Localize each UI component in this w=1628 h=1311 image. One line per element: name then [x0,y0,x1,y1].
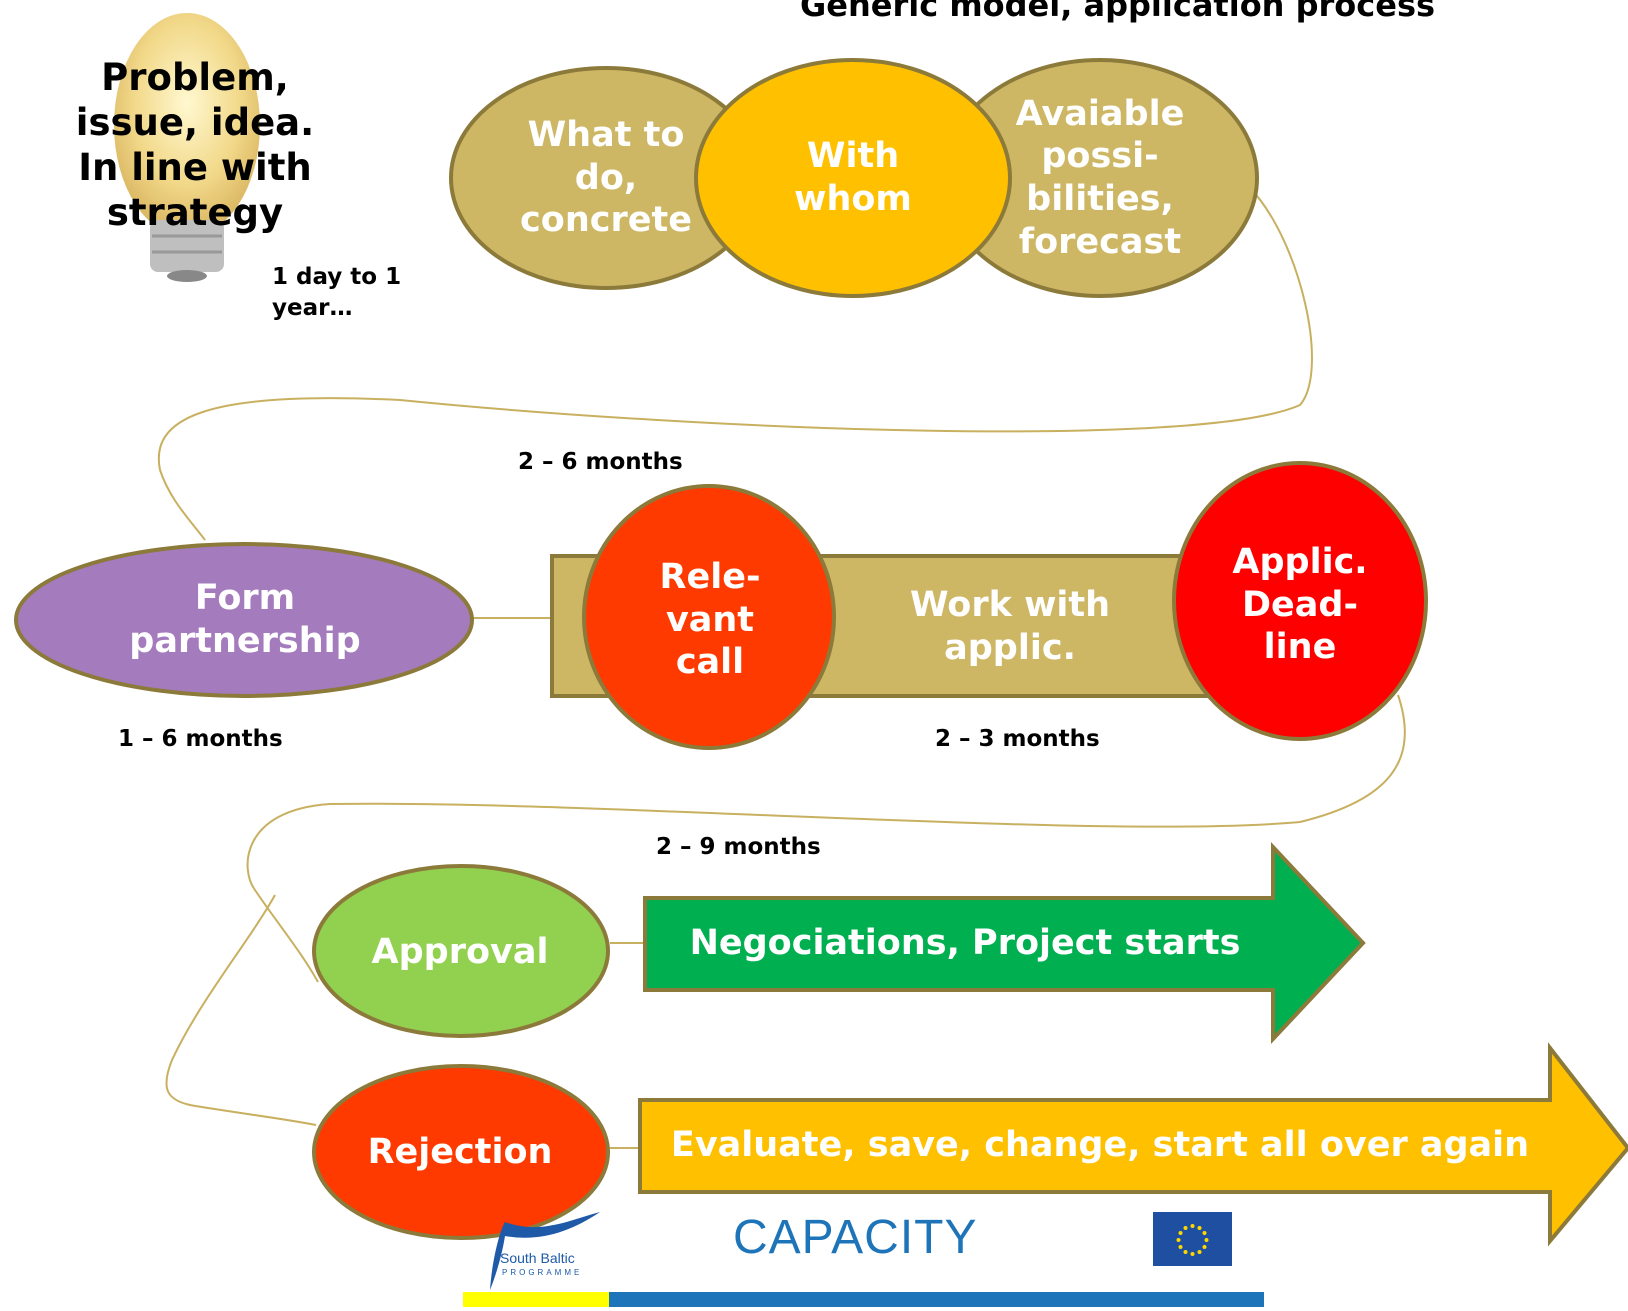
page-title: Generic model, application process [800,0,1436,24]
approval-ellipse [312,864,610,1038]
duration-application: 2 – 3 months [935,726,1100,752]
duration-decision: 2 – 9 months [656,834,821,860]
south-baltic-logo [490,1212,600,1290]
eu-flag-icon [1153,1212,1232,1266]
duration-idea: 1 day to 1 year… [272,264,402,322]
programme-name: South Baltic [500,1250,575,1266]
applic-deadline-label: Applic. Dead- line [1232,541,1368,668]
form-partnership-label: Form partnership [129,578,361,661]
light-bulb-icon [114,13,260,282]
connector-curve [157,187,1313,541]
idea-text: Problem, issue, idea. In line with strat… [75,55,315,235]
approval-label: Approval [371,931,549,972]
evaluate-label: Evaluate, save, change, start all over a… [670,1124,1530,1165]
eu-stars [1176,1224,1209,1256]
possibilities-label: Avaiable possi- bilities, forecast [1015,93,1185,262]
duration-partnership: 1 – 6 months [118,726,283,752]
what-to-do-label: What to do, concrete [520,114,692,241]
form-partnership-ellipse [14,542,474,698]
applic-deadline-circle [1172,461,1428,741]
evaluate-arrow [638,1042,1628,1247]
project-name: CAPACITY [733,1211,978,1264]
footer-blue-band [609,1292,1264,1307]
connector-curve [246,694,1406,983]
with-whom-ellipse [694,58,1012,298]
work-with-applic-label: Work with applic. [909,585,1111,668]
negotiations-label: Negociations, Project starts [689,922,1241,963]
rejection-ellipse [312,1064,610,1240]
relevant-call-circle [582,484,836,750]
rejection-label: Rejection [367,1131,553,1172]
programme-subtitle: PROGRAMME [502,1268,583,1277]
relevant-call-label: Rele- vant call [659,556,761,683]
negotiations-arrow [643,841,1366,1045]
with-whom-label: With whom [794,136,912,219]
footer-yellow-band [463,1292,609,1307]
connector-curve [165,894,317,1126]
duration-planning: 2 – 6 months [518,449,683,475]
